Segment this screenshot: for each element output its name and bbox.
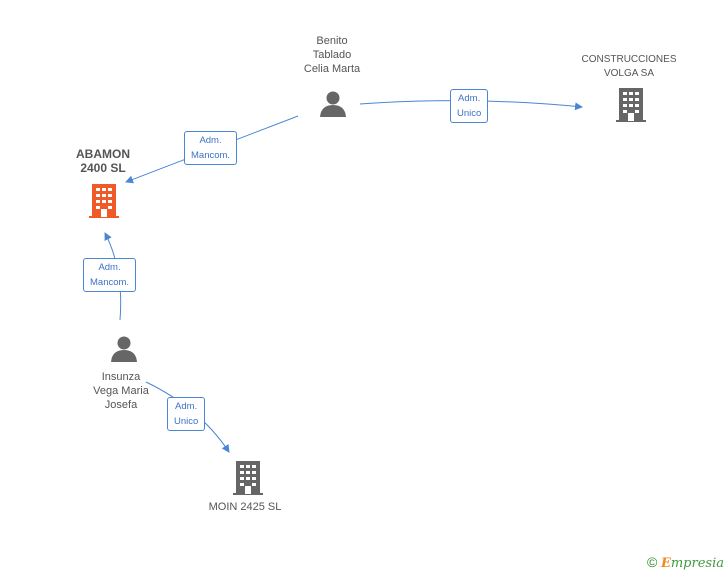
edge-label-benito-abamon[interactable]: Adm. Mancom.: [184, 131, 238, 165]
edge-label-insunza-abamon[interactable]: Adm. Mancom.: [83, 258, 137, 292]
edge-label-benito-construcciones[interactable]: Adm. Unico: [450, 89, 489, 123]
building-icon[interactable]: [232, 460, 264, 496]
person-icon[interactable]: [318, 90, 348, 118]
node-label-moin: MOIN 2425 SL: [208, 501, 282, 513]
node-label-construcciones: CONSTRUCCIONES VOLGA SA: [581, 54, 677, 79]
building-icon[interactable]: [615, 87, 647, 123]
node-label-insunza: Insunza Vega Maria Josefa: [93, 371, 149, 411]
edge-label-insunza-moin[interactable]: Adm. Unico: [167, 397, 206, 431]
person-icon[interactable]: [109, 335, 139, 363]
node-label-benito: Benito Tablado Celia Marta: [303, 35, 361, 75]
empresia-logo: © Empresia: [646, 554, 724, 571]
building-icon[interactable]: [88, 183, 120, 219]
node-label-abamon: ABAMON 2400 SL: [76, 147, 130, 175]
